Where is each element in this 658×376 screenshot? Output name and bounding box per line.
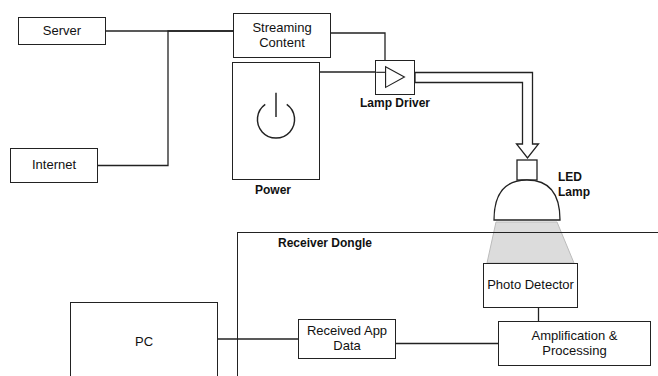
shape-heading: Power (255, 183, 291, 197)
server-box: Server (18, 17, 106, 45)
receiver-dongle: Receiver DonglePhoto DetectorAmplificati… (237, 232, 658, 376)
connector-line (98, 31, 233, 166)
box-label: Received App Data (299, 324, 395, 354)
box-label: Server (43, 24, 81, 39)
app-data-box: Received App Data (298, 319, 396, 359)
box-label: Photo Detector (487, 278, 574, 293)
processing-box: Amplification & Processing (498, 321, 651, 366)
internet-box: Internet (10, 148, 98, 183)
photo-detector: Photo Detector (483, 263, 578, 308)
amplifier-symbol (376, 61, 414, 94)
lamp-shape (490, 158, 565, 222)
lamp-neck (517, 160, 537, 180)
pc-box: PC (70, 302, 218, 376)
box-label: Internet (32, 158, 76, 173)
shape-heading: Receiver Dongle (278, 236, 372, 250)
hollow-arrow (415, 73, 539, 159)
led-lamp: LED Lamp (490, 158, 565, 222)
content-box: Streaming Content (233, 13, 331, 58)
shape-heading: Lamp Driver (360, 96, 430, 110)
lamp-driver: Lamp Driver (375, 60, 415, 95)
box-label: PC (135, 335, 153, 350)
lamp-dome (494, 180, 560, 220)
power-supply: Power (232, 62, 320, 180)
connector-line (320, 71, 375, 72)
power-bar (275, 93, 276, 117)
box-label: Amplification & Processing (499, 329, 650, 359)
light-beam (487, 222, 574, 263)
box-label: Streaming Content (234, 21, 330, 51)
amp-input (376, 72, 385, 73)
shape-heading: LED Lamp (558, 170, 598, 200)
connector-line (218, 338, 298, 339)
connector-line (538, 308, 539, 321)
amp-triangle (386, 67, 405, 88)
connector-line (396, 343, 498, 344)
power-icon (233, 63, 319, 179)
